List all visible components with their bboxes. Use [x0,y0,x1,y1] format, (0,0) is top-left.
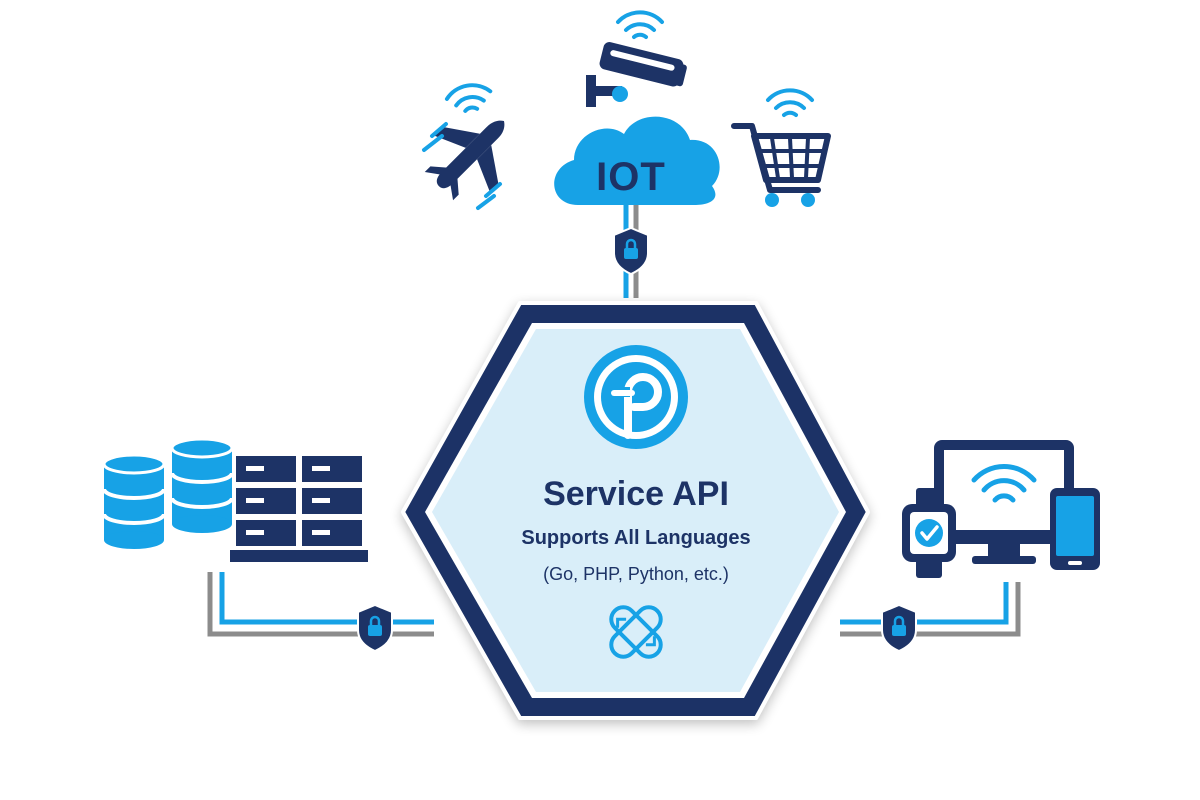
wifi-icon [766,88,814,117]
server-rack-icon [230,456,368,562]
cloud-icon [554,116,720,205]
shopping-cart-icon [731,123,831,207]
smartphone-icon [1050,488,1100,570]
service-api-hub [401,301,870,720]
wifi-icon [616,10,664,39]
database-icon [170,437,234,533]
shield-lock-icon [357,603,393,653]
sync-arrows-icon [609,605,663,659]
power-p-logo-icon [584,345,688,449]
motion-lines [422,122,502,210]
shield-lock-icon [881,603,917,653]
cloud-label: IOT [596,155,666,199]
connector-left [207,572,434,637]
connector-right [840,582,1021,637]
hub-title: Service API [543,475,729,513]
wifi-icon [971,464,1037,503]
hub-subtitle: Supports All Languages [521,527,750,549]
smartwatch-icon [902,488,956,578]
shield-lock-icon [613,226,649,276]
monitor-icon [934,440,1074,564]
wifi-icon [444,83,493,113]
hub-languages: (Go, PHP, Python, etc.) [543,564,729,584]
airplane-icon [424,120,505,201]
security-camera-icon [586,42,687,107]
database-icon [102,453,166,549]
